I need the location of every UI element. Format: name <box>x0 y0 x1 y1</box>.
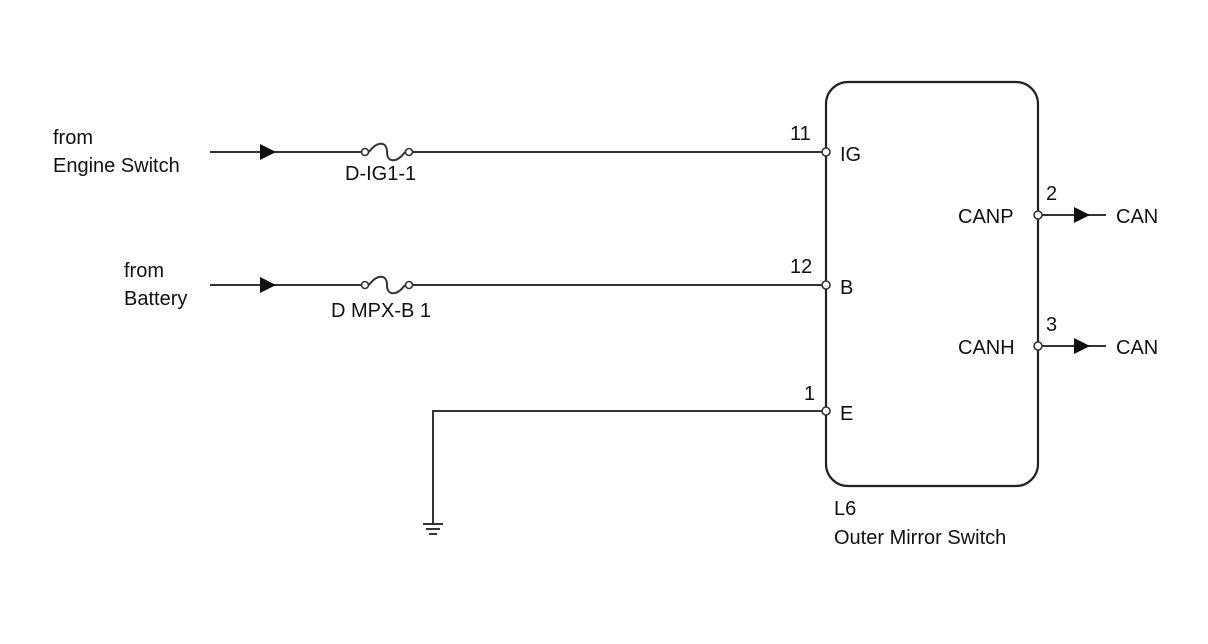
canp-arrow-icon <box>1074 207 1090 223</box>
canh-arrow-icon <box>1074 338 1090 354</box>
fuse-d-mpx-b-1-label: D MPX-B 1 <box>331 300 431 322</box>
pin-b-name: B <box>840 277 853 299</box>
component-name: Outer Mirror Switch <box>834 527 1006 549</box>
ground-icon <box>423 523 443 535</box>
pin-3-number: 3 <box>1046 314 1057 336</box>
pin-canh-terminal <box>1033 341 1043 351</box>
pin-canp-name: CANP <box>958 206 1014 228</box>
fuse-d-ig1-1-label: D-IG1-1 <box>345 163 416 185</box>
pin-b-terminal <box>821 280 831 290</box>
pin-e-terminal <box>821 406 831 416</box>
canh-output-label: CAN <box>1116 337 1158 359</box>
engine-source-label-from: from <box>53 127 93 149</box>
battery-source-label-from: from <box>124 260 164 282</box>
fuse-d-ig1-1-icon <box>360 142 414 162</box>
fuse-d-mpx-b-1-icon <box>360 275 414 295</box>
pin-ig-name: IG <box>840 144 861 166</box>
pin-ig-terminal <box>821 147 831 157</box>
canp-output-label: CAN <box>1116 206 1158 228</box>
pin-canp-terminal <box>1033 210 1043 220</box>
pin-2-number: 2 <box>1046 183 1057 205</box>
engine-source-label-name: Engine Switch <box>53 155 180 177</box>
pin-1-number: 1 <box>804 383 815 405</box>
battery-source-label-name: Battery <box>124 288 187 310</box>
ig-arrow-icon <box>260 144 276 160</box>
pin-12-number: 12 <box>790 256 812 278</box>
outer-mirror-switch-box <box>824 80 1040 488</box>
pin-11-number: 11 <box>790 123 811 145</box>
e-ground-wire <box>432 410 822 524</box>
pin-e-name: E <box>840 403 853 425</box>
pin-canh-name: CANH <box>958 337 1015 359</box>
component-code: L6 <box>834 498 856 520</box>
b-arrow-icon <box>260 277 276 293</box>
